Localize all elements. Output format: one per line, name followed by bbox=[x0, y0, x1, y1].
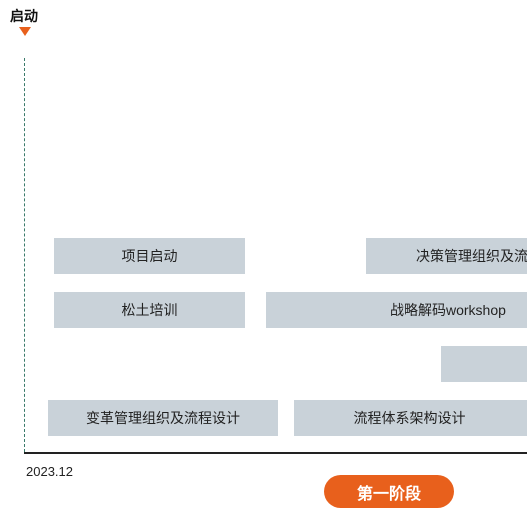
task-bar: 松土培训 bbox=[54, 292, 245, 328]
task-bar: 变革管理组织及流程设计 bbox=[48, 400, 278, 436]
task-bar: 决策管理组织及流 bbox=[366, 238, 527, 274]
milestone-triangle-icon bbox=[19, 27, 31, 36]
task-bar: 流程体系架构设计 bbox=[294, 400, 525, 436]
task-bar: 战略解码workshop bbox=[266, 292, 527, 328]
task-bar: 项目启动 bbox=[54, 238, 245, 274]
task-bar bbox=[525, 400, 527, 436]
milestone-label: 启动 bbox=[10, 8, 38, 24]
task-bar bbox=[441, 346, 527, 382]
axis-start-date: 2023.12 bbox=[26, 464, 73, 479]
milestone-dashed-line bbox=[24, 58, 25, 452]
timeline-axis bbox=[24, 452, 527, 454]
phase-badge: 第一阶段 bbox=[324, 475, 454, 508]
